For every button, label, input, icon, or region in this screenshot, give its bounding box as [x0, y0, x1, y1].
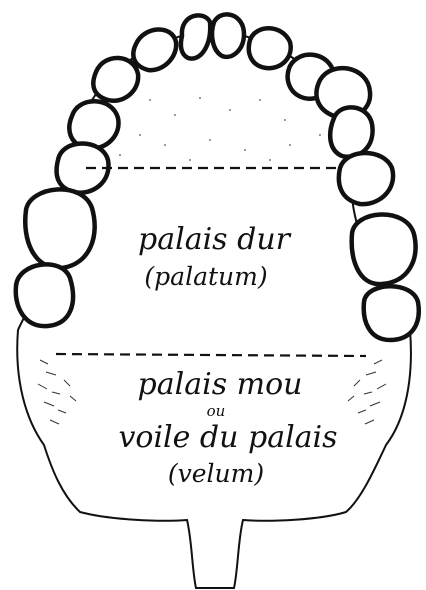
tooth	[133, 29, 176, 70]
tooth	[181, 15, 210, 58]
soft-palate-latin-label: (velum)	[168, 459, 264, 488]
tooth	[339, 153, 393, 204]
tooth	[25, 189, 94, 268]
tooth	[364, 286, 419, 340]
soft-palate-alt-label: voile du palais	[118, 420, 337, 455]
soft-palate-label: palais mou	[138, 367, 303, 402]
teeth-arch	[16, 14, 419, 340]
hard-palate-label: palais dur	[138, 222, 292, 257]
tooth	[16, 264, 73, 326]
tooth	[330, 107, 372, 156]
tooth	[212, 14, 244, 57]
tooth	[93, 58, 138, 101]
tooth	[69, 101, 118, 148]
tooth	[57, 144, 109, 193]
hard-palate-latin-label: (palatum)	[144, 262, 267, 291]
tooth	[352, 214, 416, 284]
soft-palate-connector: ou	[207, 402, 226, 420]
tooth	[249, 28, 291, 68]
hard-soft-palate-boundary	[56, 354, 366, 356]
hard-palate-stipple	[119, 97, 321, 161]
